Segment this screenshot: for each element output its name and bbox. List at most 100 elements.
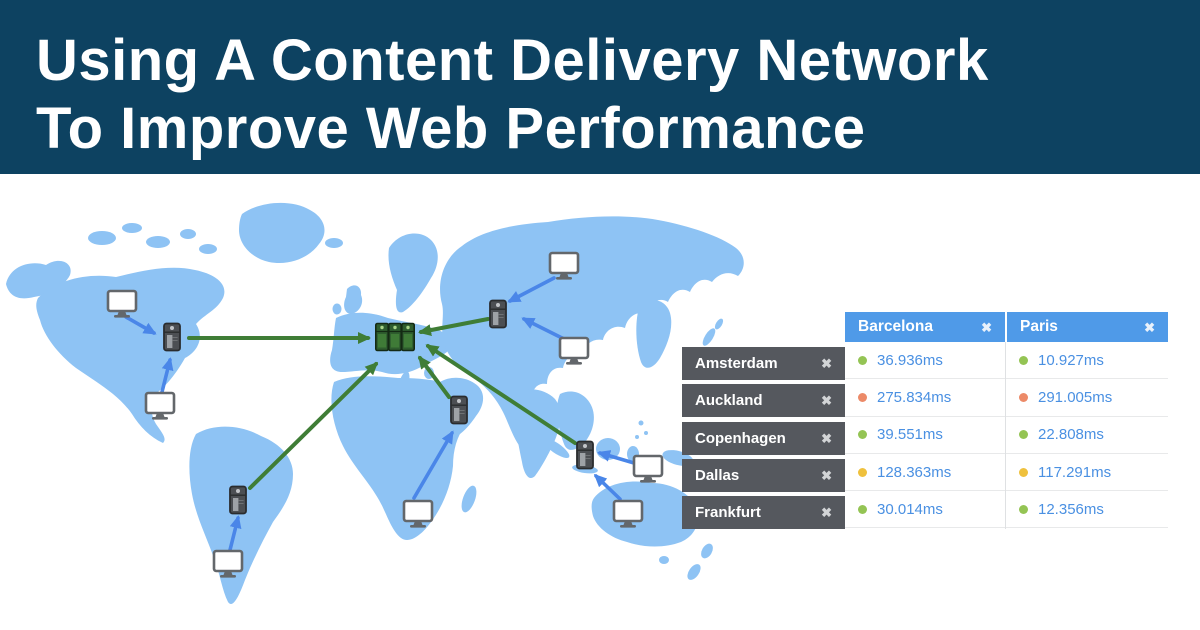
city-name: Dallas: [695, 466, 740, 484]
page-title-line-2: To Improve Web Performance: [36, 96, 866, 161]
latency-cell: 128.363ms: [845, 454, 1005, 492]
continent-asia: [440, 216, 744, 450]
continent-japan: [702, 328, 716, 346]
continent-new-zealand: [701, 543, 713, 559]
table-row-label: Dallas ✖: [682, 458, 845, 492]
latency-cell: 117.291ms: [1006, 454, 1168, 492]
cdn-world-map: [6, 202, 744, 604]
status-dot: [858, 392, 867, 402]
latency-value: 117.291ms: [1038, 463, 1112, 481]
status-dot: [858, 467, 867, 477]
continent-tasmania: [659, 556, 669, 564]
table-row-label: Frankfurt ✖: [682, 496, 845, 530]
close-icon[interactable]: ✖: [981, 319, 992, 335]
status-dot: [1019, 355, 1028, 365]
server-icon-siberia: [489, 299, 507, 329]
barcelona-value-column: 36.936ms 275.834ms 39.551ms 128.363ms 30…: [845, 342, 1006, 529]
cdn-arrow-south-america: [248, 361, 379, 490]
city-name: Frankfurt: [695, 504, 761, 522]
latency-cell: 22.808ms: [1006, 417, 1168, 454]
close-icon[interactable]: ✖: [1144, 319, 1155, 335]
latency-value: 36.936ms: [877, 351, 943, 369]
latency-value: 10.927ms: [1038, 351, 1104, 369]
continent-iceland: [325, 238, 343, 248]
continent-new-zealand: [687, 564, 701, 580]
paris-value-column: 10.927ms 291.005ms 22.808ms 117.291ms 12…: [1006, 342, 1168, 529]
row-label-column: Amsterdam ✖ Auckland ✖ Copenhagen ✖ Dall…: [682, 347, 845, 533]
latency-cell: 36.936ms: [845, 342, 1005, 380]
request-arrow-mexico: [160, 357, 174, 394]
continent-japan: [714, 318, 724, 330]
status-dot: [858, 430, 867, 440]
cdn-arrow-middle-east: [418, 355, 451, 399]
monitor-icon-sea-island: [632, 454, 664, 484]
close-icon[interactable]: ✖: [821, 467, 832, 483]
continent-africa: [331, 376, 471, 541]
latency-cell: 291.005ms: [1006, 379, 1168, 417]
latency-value: 30.014ms: [877, 500, 943, 518]
continent-philippines: [635, 435, 639, 439]
request-arrow-canada: [124, 315, 157, 335]
continent-arctic-islands: [199, 244, 217, 254]
server-rack-cluster-icon: [374, 322, 416, 352]
latency-value: 12.356ms: [1038, 500, 1104, 518]
close-icon[interactable]: ✖: [821, 505, 832, 521]
latency-cell: 10.927ms: [1006, 342, 1168, 380]
cdn-arrow-southeast-asia: [425, 344, 577, 445]
server-icon-south-america: [229, 485, 247, 515]
status-dot: [1019, 504, 1028, 514]
request-arrow-russia: [507, 276, 556, 303]
latency-value: 275.834ms: [877, 388, 952, 406]
status-dot: [1019, 392, 1028, 402]
status-dot: [858, 504, 867, 514]
continent-kamchatka: [636, 299, 672, 368]
status-dot: [1019, 467, 1028, 477]
continent-arctic-islands: [122, 223, 142, 233]
city-name: Auckland: [695, 392, 763, 410]
latency-value: 128.363ms: [877, 463, 952, 481]
continent-north-america: [36, 267, 225, 443]
column-header-barcelona: Barcelona ✖: [845, 312, 1005, 342]
table-row-label: Copenhagen ✖: [682, 421, 845, 455]
continent-south-america: [189, 426, 293, 604]
server-icon-southeast-asia: [576, 440, 594, 470]
table-row-label: Amsterdam ✖: [682, 347, 845, 380]
close-icon[interactable]: ✖: [821, 356, 832, 371]
latency-value: 22.808ms: [1038, 426, 1104, 444]
latency-cell: 39.551ms: [845, 417, 1005, 454]
continent-arctic-islands: [146, 236, 170, 248]
continent-arctic-islands: [180, 229, 196, 239]
continent-scandinavia: [388, 233, 438, 313]
status-dot: [1019, 430, 1028, 440]
status-dot: [858, 355, 867, 365]
continent-uk: [344, 285, 363, 314]
column-header-label: Barcelona: [858, 318, 933, 335]
title-banner: Using A Content Delivery Network To Impr…: [0, 0, 1200, 174]
latency-value: 39.551ms: [877, 426, 943, 444]
request-arrow-australia: [593, 473, 622, 501]
page-title-line-1: Using A Content Delivery Network: [36, 28, 989, 93]
continent-india: [514, 389, 561, 479]
continent-philippines: [644, 431, 648, 435]
close-icon[interactable]: ✖: [821, 393, 832, 409]
continent-madagascar: [461, 485, 477, 513]
server-icon-north-america: [163, 322, 181, 352]
continent-ireland: [332, 303, 342, 315]
continent-philippines: [638, 420, 644, 426]
latency-cell: 12.356ms: [1006, 491, 1168, 529]
table-row-label: Auckland ✖: [682, 384, 845, 418]
request-arrow-south-africa: [412, 430, 454, 500]
server-icon-middle-east: [450, 395, 468, 425]
city-name: Copenhagen: [695, 429, 786, 447]
city-name: Amsterdam: [695, 355, 778, 372]
latency-cell: 30.014ms: [845, 491, 1005, 529]
request-arrow-sea-island: [597, 450, 636, 465]
column-header-label: Paris: [1020, 318, 1058, 335]
request-arrow-china: [521, 317, 566, 341]
continent-greenland: [239, 202, 325, 264]
request-arrow-chile: [228, 515, 242, 552]
cdn-arrow-siberia: [418, 317, 490, 336]
continent-arctic-islands: [88, 231, 116, 245]
close-icon[interactable]: ✖: [821, 430, 832, 446]
latency-cell: 275.834ms: [845, 379, 1005, 417]
